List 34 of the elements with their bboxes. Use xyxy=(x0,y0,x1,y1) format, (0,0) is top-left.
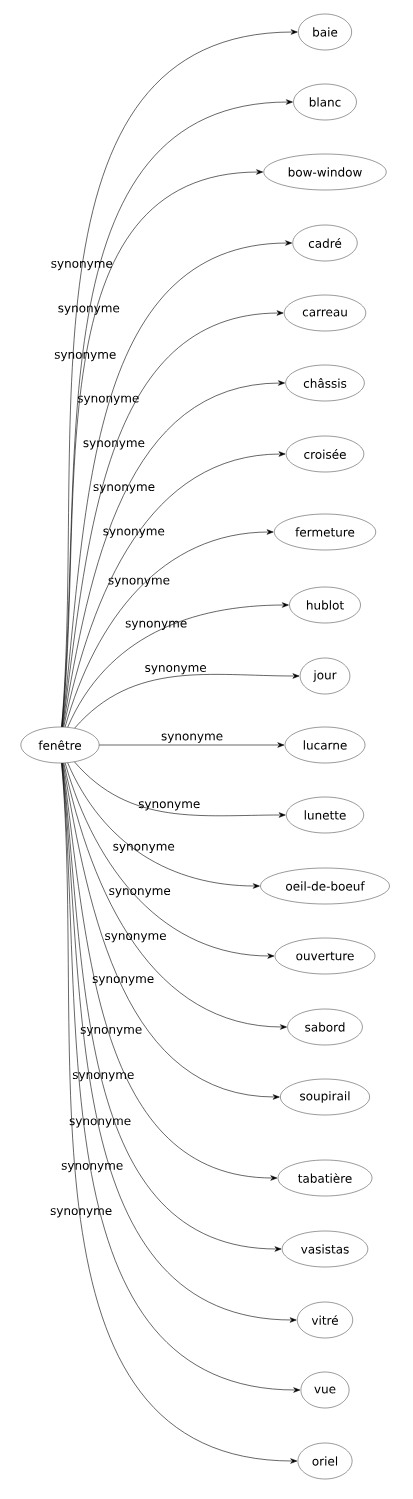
arrow xyxy=(62,380,285,728)
edge-label: synonyme xyxy=(83,440,145,450)
edge-label: synonyme xyxy=(80,1026,142,1037)
edge-label: synonyme xyxy=(125,620,187,630)
edge-label: synonyme xyxy=(145,665,207,675)
edge-label: synonyme xyxy=(103,528,165,538)
edge-label: synonyme xyxy=(72,1072,134,1082)
arrow xyxy=(62,310,284,728)
edge-label: synonyme xyxy=(69,1118,131,1128)
arrow xyxy=(67,762,260,889)
edge-label: synonyme xyxy=(105,933,166,943)
edge-label: synonyme xyxy=(93,484,155,494)
edge-label: synonyme xyxy=(54,351,116,362)
arrow xyxy=(63,762,287,1030)
edge-label: synonyme xyxy=(108,577,170,587)
arrow xyxy=(62,762,280,1100)
edge-label: synonyme xyxy=(92,976,154,986)
edge-label: synonyme xyxy=(61,1162,123,1173)
edge-label: synonyme xyxy=(51,260,113,271)
arrow xyxy=(64,762,275,959)
edge-label: synonyme xyxy=(109,888,171,898)
edge-label: synonyme xyxy=(161,733,223,743)
arrow xyxy=(67,602,289,728)
edge-label: synonyme xyxy=(50,1208,112,1218)
arrow xyxy=(64,529,274,728)
edge-label: synonyme xyxy=(138,801,200,811)
edge-label: synonyme xyxy=(58,305,120,315)
edge-label: synonyme xyxy=(113,843,175,853)
arrow xyxy=(74,761,286,818)
arrow xyxy=(74,673,300,729)
arrow xyxy=(99,742,285,748)
edge-label: synonyme xyxy=(77,395,139,405)
arrow xyxy=(63,451,286,728)
arrow xyxy=(61,169,263,728)
